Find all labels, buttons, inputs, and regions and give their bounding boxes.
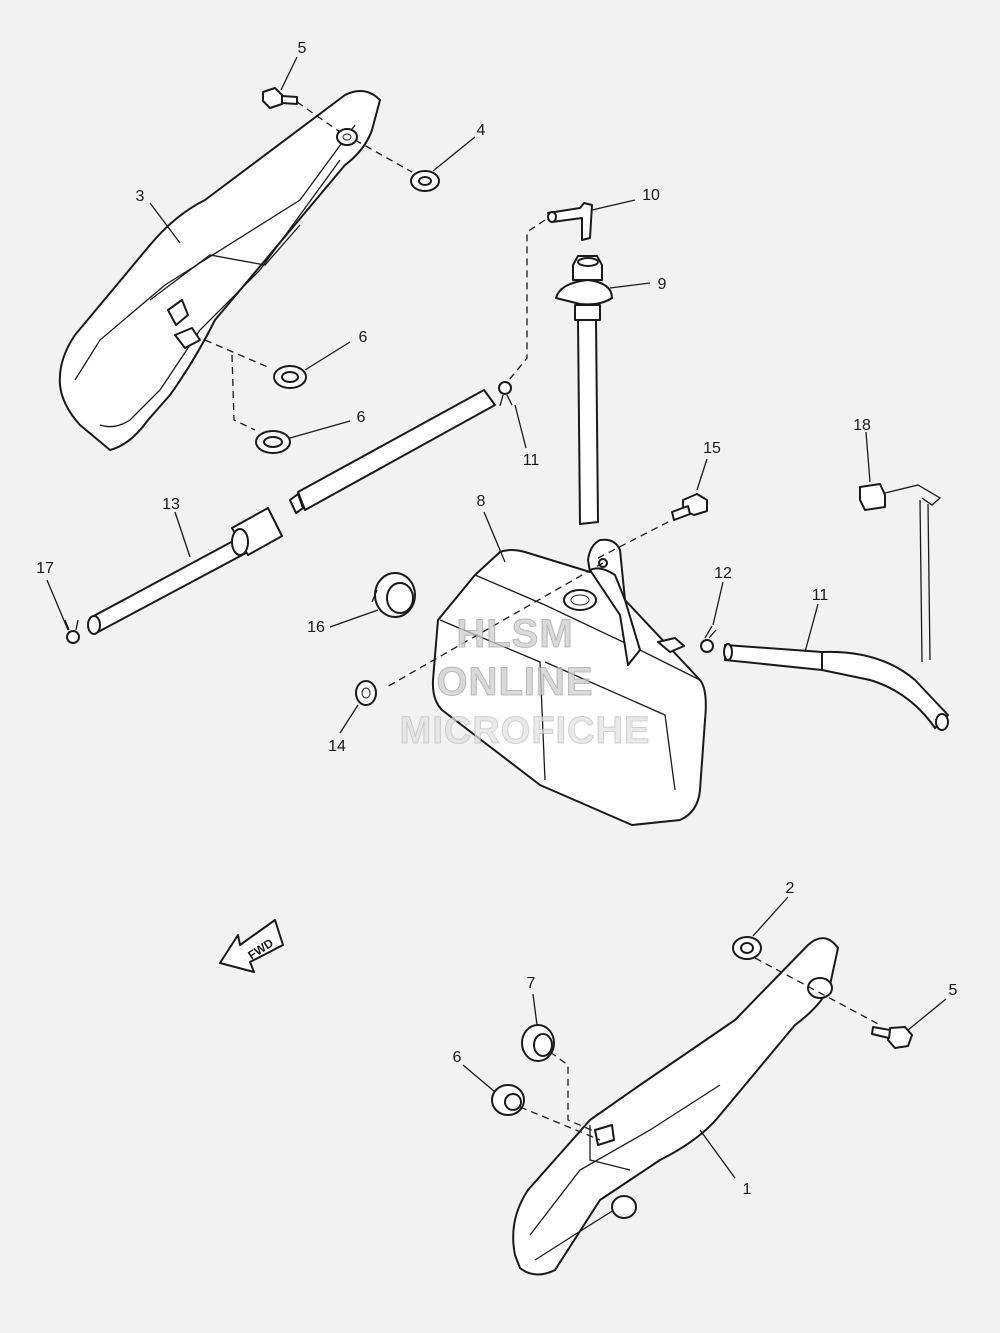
- side-cover-upper[interactable]: [58, 90, 381, 451]
- grommet-6-upper-b[interactable]: [255, 430, 291, 454]
- watermark-line-3: MICROFICHE: [399, 710, 651, 753]
- hose-11[interactable]: [723, 643, 949, 731]
- watermark-line-1: HLSM: [456, 612, 574, 657]
- callout-14: 14: [328, 738, 346, 755]
- leader-lines: [46, 56, 947, 1179]
- grommet-7[interactable]: [521, 1024, 555, 1062]
- elbow-pipe-10[interactable]: [547, 202, 593, 241]
- callout-6-upper-a: 6: [359, 329, 368, 346]
- callout-15: 15: [703, 440, 721, 457]
- side-cover-lower[interactable]: [512, 937, 839, 1276]
- callout-6-upper-b: 6: [357, 409, 366, 426]
- bolt-15[interactable]: [671, 493, 708, 521]
- cap-14[interactable]: [355, 680, 377, 706]
- clip-12-right[interactable]: [700, 625, 717, 653]
- callout-13: 13: [162, 496, 180, 513]
- washer-4[interactable]: [410, 170, 440, 192]
- bolt-5-top[interactable]: [262, 87, 298, 109]
- clip-17[interactable]: [64, 619, 80, 644]
- callout-17: 17: [36, 560, 54, 577]
- hose-13[interactable]: [87, 389, 496, 635]
- callout-3: 3: [136, 188, 145, 205]
- fwd-arrow-icon: FWD: [219, 919, 284, 973]
- callout-16: 16: [307, 619, 325, 636]
- callout-11: 11: [812, 587, 829, 604]
- callout-12-right: 12: [714, 565, 732, 582]
- callout-numbers: 5 4 3 10 9 6 6 11 15 18 13 8 12 11 17 16…: [36, 40, 957, 1198]
- grommet-6-lower[interactable]: [491, 1084, 525, 1116]
- filler-cap-9[interactable]: [555, 255, 613, 525]
- callout-2: 2: [786, 880, 795, 897]
- callout-4: 4: [477, 122, 486, 139]
- clip-12-upper[interactable]: [498, 381, 513, 407]
- callout-1: 1: [743, 1181, 752, 1198]
- grommet-6-upper-a[interactable]: [273, 365, 307, 389]
- callout-8: 8: [477, 493, 486, 510]
- watermark-line-2: ONLINE: [436, 660, 594, 705]
- callout-6-lower: 6: [453, 1049, 462, 1066]
- callout-9: 9: [658, 276, 667, 293]
- grommet-16[interactable]: [371, 572, 416, 618]
- oil-tank-8[interactable]: [431, 538, 707, 826]
- wire-clamp-18[interactable]: [859, 483, 942, 663]
- callout-10: 10: [642, 187, 660, 204]
- callout-5-bottom: 5: [949, 982, 958, 999]
- bolt-5-bottom[interactable]: [871, 1026, 913, 1049]
- callout-7: 7: [527, 975, 536, 992]
- callout-18: 18: [853, 417, 871, 434]
- washer-2[interactable]: [732, 936, 762, 960]
- callout-5-top: 5: [298, 40, 307, 57]
- callout-12-upper: 11: [523, 452, 540, 469]
